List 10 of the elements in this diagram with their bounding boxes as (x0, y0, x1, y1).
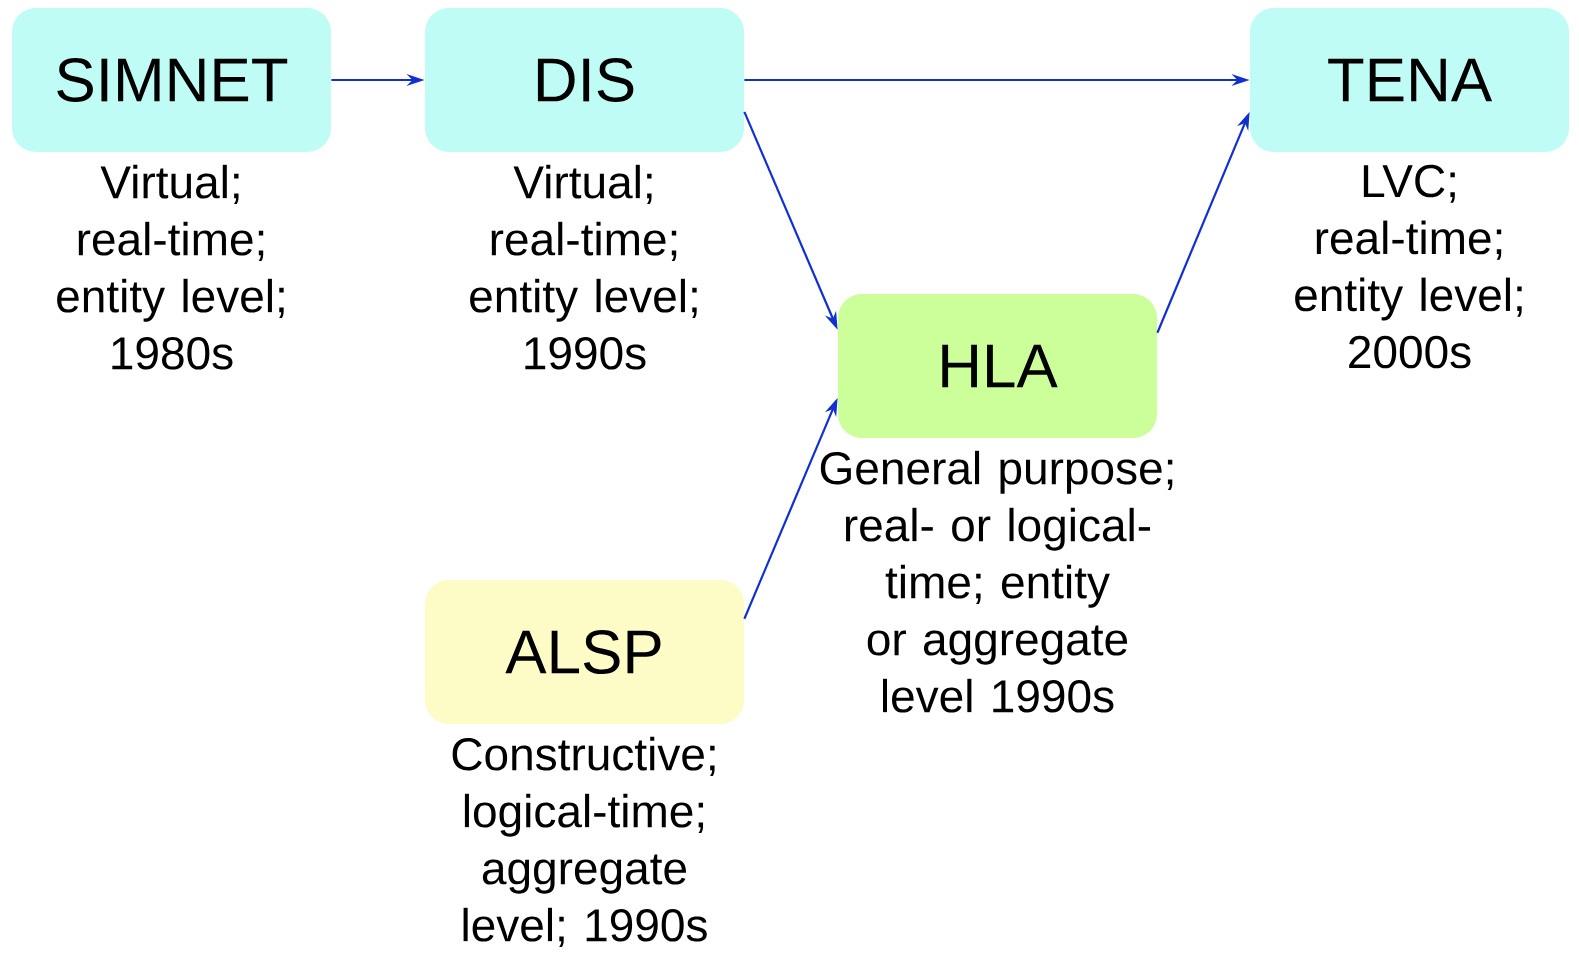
caption-text: Virtual; real-time; entity level; 1990s (470, 164, 697, 370)
process-box: SIMNET (12, 8, 331, 152)
caption-text: Virtual; real-time; entity level; 1980s (57, 164, 284, 370)
caption-text: General purpose; real- or logical-time; entity or aggregate level 1990s (820, 450, 1173, 713)
process-box: ALSP (425, 580, 744, 724)
process-box: DIS (425, 8, 744, 152)
process-box: HLA (838, 294, 1157, 438)
caption-text: Constructive; logical-time; aggregate level; 1990s (452, 736, 715, 948)
caption-text: LVC; real-time; entity level; 2000s (1295, 164, 1522, 369)
process-box: TENA (1250, 8, 1569, 152)
